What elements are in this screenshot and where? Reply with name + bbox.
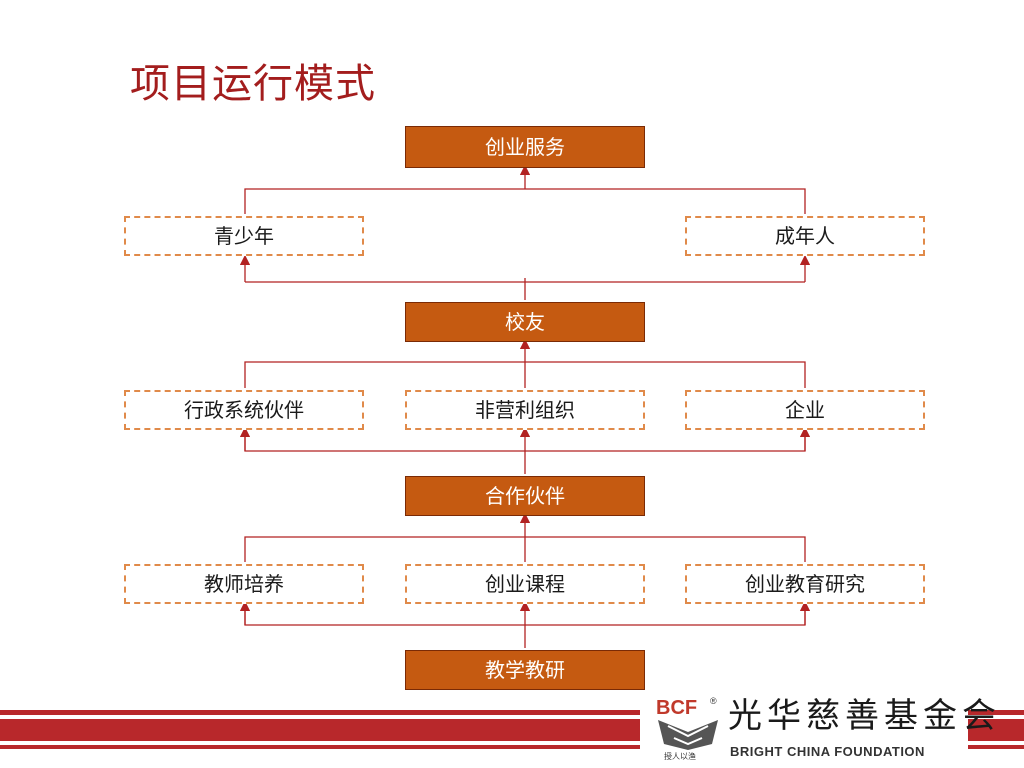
org-name-en: BRIGHT CHINA FOUNDATION [730,744,925,759]
node-entrepreneurship-research: 创业教育研究 [685,564,925,604]
node-adults: 成年人 [685,216,925,256]
node-partners: 合作伙伴 [405,476,645,516]
org-name-cn: 光华慈善基金会 [728,696,1001,736]
node-admin-partners: 行政系统伙伴 [124,390,364,430]
bcf-logo-icon: BCF ® [652,692,724,764]
node-entrepreneurship-service: 创业服务 [405,126,645,168]
node-teaching-research: 教学教研 [405,650,645,690]
node-teacher-training: 教师培养 [124,564,364,604]
logo-acronym: BCF [656,697,697,719]
node-alumni: 校友 [405,302,645,342]
registered-mark: ® [710,696,717,706]
footer-band-right [968,710,1024,750]
node-entrepreneurship-courses: 创业课程 [405,564,645,604]
page-title: 项目运行模式 [130,61,376,107]
logo-motto: 授人以渔 [664,752,696,761]
node-enterprises: 企业 [685,390,925,430]
node-youth: 青少年 [124,216,364,256]
node-nonprofits: 非营利组织 [405,390,645,430]
footer-band-left [0,710,640,750]
